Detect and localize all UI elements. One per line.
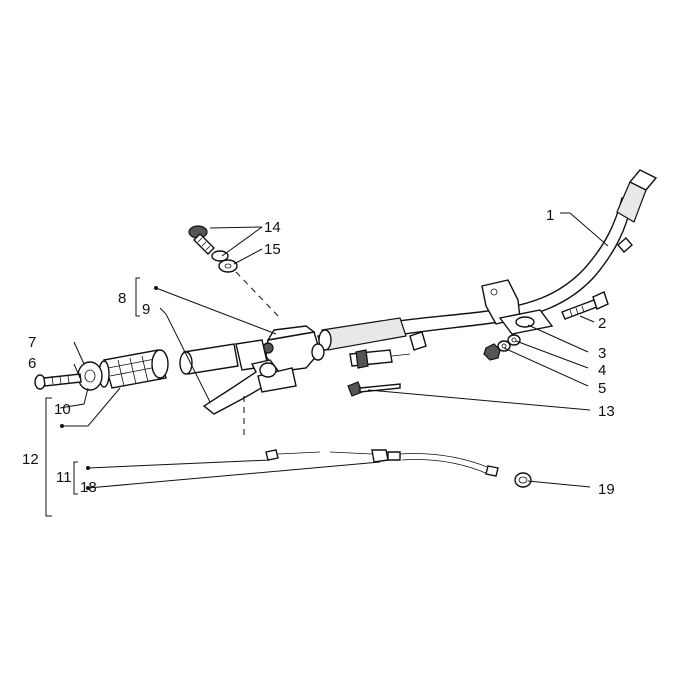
bolt	[561, 291, 609, 320]
screw	[34, 373, 82, 390]
callout-8: 8	[118, 290, 126, 307]
brake-switch	[347, 349, 411, 397]
callout-6: 6	[28, 355, 36, 372]
callout-19: 19	[598, 481, 615, 498]
callout-12: 12	[22, 451, 39, 468]
callout-14: 14	[264, 219, 281, 236]
left-grip	[77, 343, 239, 391]
reservoir-cap	[188, 225, 281, 319]
callout-5: 5	[598, 380, 606, 397]
washers-and-nut	[483, 334, 521, 361]
leader-lines	[45, 212, 609, 517]
callout-7: 7	[28, 334, 36, 351]
callout-3: 3	[598, 345, 606, 362]
handlebar-tube	[317, 169, 658, 351]
callout-10: 10	[54, 401, 71, 418]
callout-18: 18	[80, 479, 97, 496]
callout-15: 15	[264, 241, 281, 258]
callout-4: 4	[598, 362, 606, 379]
callout-11: 11	[56, 469, 72, 486]
brake-master-cylinder	[202, 325, 325, 415]
callout-13: 13	[598, 403, 615, 420]
callout-1: 1	[546, 207, 554, 224]
callout-9: 9	[142, 301, 150, 318]
callout-labels: 1 2 3 4 5 6 7 8 9 10 11 12 13 14 15 18 1…	[22, 207, 615, 498]
cables	[243, 396, 499, 477]
cable-clip	[514, 472, 532, 488]
callout-2: 2	[598, 315, 606, 332]
